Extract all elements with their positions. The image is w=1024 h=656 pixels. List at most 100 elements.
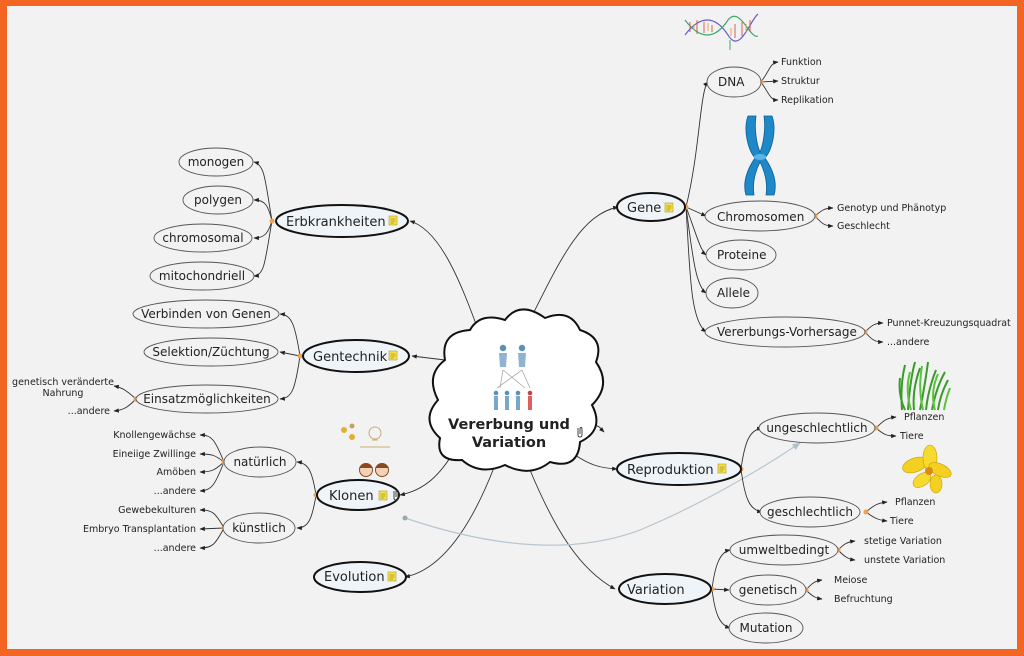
svg-text:Vererbungs-Vorhersage: Vererbungs-Vorhersage xyxy=(717,325,857,339)
mindmap-canvas: Vererbung und Variation Gene Erbkrankhei… xyxy=(7,6,1017,649)
clone-people-icon xyxy=(341,423,390,477)
leaf-einsatz[interactable]: Einsatzmöglichkeiten xyxy=(135,384,279,414)
svg-text:ungeschlechtlich: ungeschlechtlich xyxy=(766,421,867,435)
vorhersage-leaves: Punnet-Kreuzungsquadrat ...andere xyxy=(887,318,1011,348)
svg-text:Einsatzmöglichkeiten: Einsatzmöglichkeiten xyxy=(143,392,271,406)
leaf-monogen[interactable]: monogen xyxy=(178,147,254,177)
svg-text:Verbinden von Genen: Verbinden von Genen xyxy=(141,307,271,321)
svg-text:Struktur: Struktur xyxy=(781,76,820,87)
leaf-verbinden[interactable]: Verbinden von Genen xyxy=(132,299,280,329)
topic-gentechnik-label: Gentechnik xyxy=(313,350,388,365)
note-icon[interactable] xyxy=(378,490,388,501)
leaf-chromosomal[interactable]: chromosomal xyxy=(153,223,253,253)
topic-klonen-label: Klonen xyxy=(329,489,374,504)
svg-text:unstete Variation: unstete Variation xyxy=(864,555,945,566)
note-icon[interactable] xyxy=(388,215,398,226)
subtopic-chromosomen[interactable]: Chromosomen xyxy=(704,200,816,232)
svg-text:Befruchtung: Befruchtung xyxy=(834,594,893,605)
svg-text:...andere: ...andere xyxy=(887,337,929,348)
svg-text:Mutation: Mutation xyxy=(739,621,792,635)
svg-text:Allele: Allele xyxy=(717,286,750,300)
subtopic-proteine[interactable]: Proteine xyxy=(705,239,777,271)
subtopic-natuerlich[interactable]: natürlich xyxy=(223,446,297,478)
svg-text:Funktion: Funktion xyxy=(781,57,822,68)
leaf-polygen[interactable]: polygen xyxy=(182,185,254,215)
dna-helix-icon xyxy=(684,13,759,50)
svg-text:genetisch veränderte: genetisch veränderte xyxy=(12,377,114,388)
svg-text:Meiose: Meiose xyxy=(834,575,867,586)
topic-erbkrankheiten[interactable]: Erbkrankheiten xyxy=(275,204,409,238)
svg-text:mitochondriell: mitochondriell xyxy=(159,269,245,283)
svg-text:Eineiige Zwillinge: Eineiige Zwillinge xyxy=(113,449,197,460)
svg-text:chromosomal: chromosomal xyxy=(162,231,243,245)
subtopic-mutation[interactable]: Mutation xyxy=(728,612,804,644)
svg-text:Selektion/Züchtung: Selektion/Züchtung xyxy=(152,345,269,359)
note-icon[interactable] xyxy=(387,571,397,582)
subtopic-allele[interactable]: Allele xyxy=(705,277,759,309)
topic-klonen[interactable]: Klonen xyxy=(316,479,400,511)
family-tree-icon xyxy=(493,344,533,410)
kuenstlich-leaves: Gewebekulturen Embryo Transplantation ..… xyxy=(83,505,196,554)
svg-text:Proteine: Proteine xyxy=(717,248,766,262)
topic-gene[interactable]: Gene xyxy=(616,192,686,222)
grass-icon xyxy=(898,361,951,411)
topic-gene-label: Gene xyxy=(627,201,661,216)
umweltbedingt-leaves: stetige Variation unstete Variation xyxy=(864,536,945,566)
subtopic-kuenstlich[interactable]: künstlich xyxy=(222,512,296,544)
subtopic-dna[interactable]: DNA xyxy=(706,66,762,98)
ungeschlechtlich-leaves: Pflanzen Tiere xyxy=(899,412,944,442)
gentechnik-children: Verbinden von Genen Selektion/Züchtung E… xyxy=(12,299,280,417)
svg-text:stetige Variation: stetige Variation xyxy=(864,536,942,547)
topic-reproduktion[interactable]: Reproduktion xyxy=(616,452,742,486)
flower-icon xyxy=(902,444,952,494)
geschlechtlich-leaves: Pflanzen Tiere xyxy=(889,497,935,527)
note-icon[interactable] xyxy=(388,350,398,361)
svg-text:Tiere: Tiere xyxy=(899,431,924,442)
chromosomen-leaves: Genotyp und Phänotyp Geschlecht xyxy=(837,203,946,232)
leaf-mitochondriell[interactable]: mitochondriell xyxy=(149,261,255,291)
topic-variation[interactable]: Variation xyxy=(618,573,712,605)
svg-text:geschlechtlich: geschlechtlich xyxy=(767,505,853,519)
subtopic-connectors xyxy=(113,60,897,629)
svg-text:Pflanzen: Pflanzen xyxy=(895,497,935,508)
svg-text:umweltbedingt: umweltbedingt xyxy=(739,543,830,557)
center-topic[interactable]: Vererbung und Variation xyxy=(428,308,604,472)
svg-text:Gewebekulturen: Gewebekulturen xyxy=(118,505,196,516)
svg-text:DNA: DNA xyxy=(718,75,745,89)
topic-gentechnik[interactable]: Gentechnik xyxy=(302,339,410,373)
mindmap-svg: Vererbung und Variation Gene Erbkrankhei… xyxy=(12,13,1011,644)
svg-text:Knollengewächse: Knollengewächse xyxy=(113,430,196,441)
svg-text:Chromosomen: Chromosomen xyxy=(717,210,804,224)
svg-text:...andere: ...andere xyxy=(154,486,196,497)
svg-text:monogen: monogen xyxy=(188,155,245,169)
dna-leaves: Funktion Struktur Replikation xyxy=(781,57,834,106)
relation-arrow xyxy=(404,442,801,546)
natuerlich-leaves: Knollengewächse Eineiige Zwillinge Amöbe… xyxy=(113,430,197,497)
note-icon[interactable] xyxy=(664,202,674,213)
svg-text:...andere: ...andere xyxy=(68,406,110,417)
svg-text:Tiere: Tiere xyxy=(889,516,914,527)
svg-text:Pflanzen: Pflanzen xyxy=(904,412,944,423)
chromosome-icon xyxy=(744,115,776,196)
topic-variation-label: Variation xyxy=(627,583,685,598)
svg-text:natürlich: natürlich xyxy=(233,455,286,469)
svg-text:Punnet-Kreuzungsquadrat: Punnet-Kreuzungsquadrat xyxy=(887,318,1011,329)
relation-start-dot xyxy=(402,515,408,521)
subtopic-vorhersage[interactable]: Vererbungs-Vorhersage xyxy=(704,316,866,348)
svg-text:Genotyp und Phänotyp: Genotyp und Phänotyp xyxy=(837,203,946,214)
note-icon[interactable] xyxy=(717,463,727,474)
leaf-selektion[interactable]: Selektion/Züchtung xyxy=(143,337,279,367)
erbkrankheiten-children: monogen polygen chromosomal mitochondrie… xyxy=(149,147,255,291)
svg-text:Embryo Transplantation: Embryo Transplantation xyxy=(83,524,196,535)
svg-text:Amöben: Amöben xyxy=(157,467,196,478)
svg-text:Replikation: Replikation xyxy=(781,95,834,106)
subtopic-geschlechtlich[interactable]: geschlechtlich xyxy=(759,496,861,528)
topic-evolution[interactable]: Evolution xyxy=(313,561,407,593)
svg-text:Geschlecht: Geschlecht xyxy=(837,221,890,232)
center-title-line1: Vererbung und xyxy=(448,417,570,433)
subtopic-umweltbedingt[interactable]: umweltbedingt xyxy=(729,534,839,566)
svg-text:künstlich: künstlich xyxy=(232,521,286,535)
subtopic-ungeschlechtlich[interactable]: ungeschlechtlich xyxy=(758,412,876,444)
subtopic-genetisch[interactable]: genetisch xyxy=(729,574,807,606)
svg-text:...andere: ...andere xyxy=(154,543,196,554)
